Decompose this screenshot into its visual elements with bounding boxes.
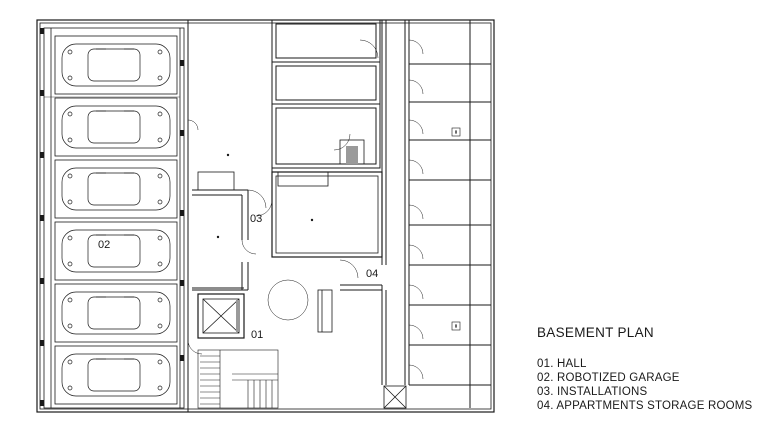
plan-legend: BASEMENT PLAN 01. HALL 02. ROBOTIZED GAR… xyxy=(537,325,752,413)
legend-item-installations: 03. INSTALLATIONS xyxy=(537,386,648,398)
garage-wall-marks xyxy=(40,28,184,406)
installations-room xyxy=(271,171,383,258)
elevator xyxy=(197,293,245,339)
installations-grille xyxy=(277,171,329,187)
car-icon xyxy=(61,43,171,87)
car-icon xyxy=(61,229,171,273)
storage-door-swings xyxy=(408,39,424,380)
storage-lower-block xyxy=(317,289,333,333)
storage-rooms-right xyxy=(409,20,491,408)
legend-item-hall: 01. HALL xyxy=(537,358,587,370)
storage-rooms-left xyxy=(271,19,381,169)
storage-corridor xyxy=(340,20,410,385)
legend-item-storage: 04. APPARTMENTS STORAGE ROOMS xyxy=(537,400,753,412)
storage-fixture-boxes xyxy=(451,127,461,331)
label-hall: 01 xyxy=(251,329,263,341)
fixture-marks xyxy=(216,153,314,239)
car-icon xyxy=(61,353,171,397)
car-icon xyxy=(61,167,171,211)
parking-bays xyxy=(54,35,178,405)
door-swings xyxy=(187,39,379,355)
car-icon xyxy=(61,291,171,335)
car-icon xyxy=(61,105,171,149)
label-installations: 03 xyxy=(250,213,262,225)
hall-light-circle xyxy=(267,279,309,321)
label-storage: 04 xyxy=(366,268,378,280)
label-garage: 02 xyxy=(98,239,110,251)
plan-title: BASEMENT PLAN xyxy=(537,325,654,340)
car-icons xyxy=(61,43,171,397)
building-outline xyxy=(36,19,495,413)
legend-item-garage: 02. ROBOTIZED GARAGE xyxy=(537,372,680,384)
stairs xyxy=(197,349,279,409)
corridor-column xyxy=(383,385,407,409)
